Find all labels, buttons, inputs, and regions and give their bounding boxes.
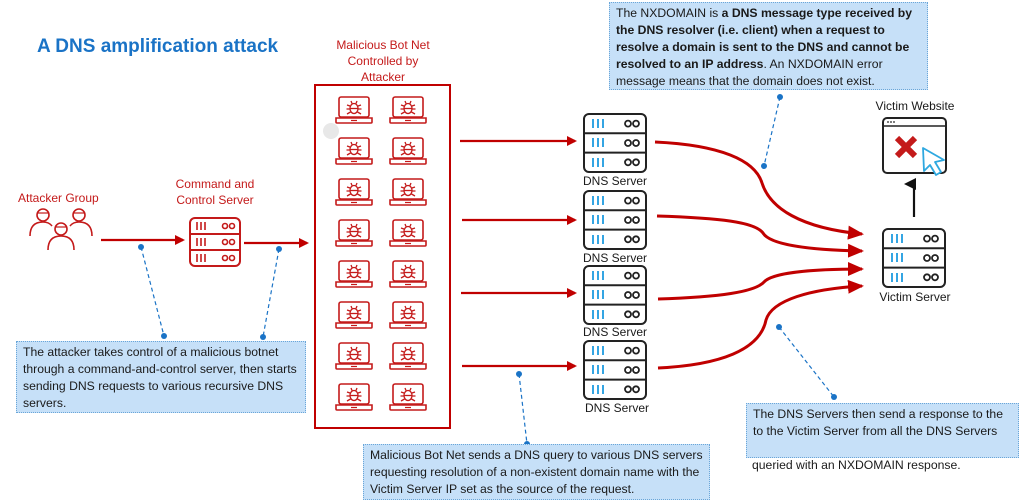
infected-laptop-icon bbox=[389, 383, 427, 411]
botnet-label-line3: Attacker bbox=[360, 70, 405, 84]
infected-laptop-icon bbox=[389, 260, 427, 288]
callout-attacker: The attacker takes control of a maliciou… bbox=[16, 341, 306, 413]
arrow-dns-4-to-victim bbox=[657, 279, 864, 370]
infected-laptop-icon bbox=[335, 137, 373, 165]
dns-server-label: DNS Server bbox=[582, 325, 647, 339]
infected-laptop-icon bbox=[335, 219, 373, 247]
callout-nxdomain-bold: a DNS message type received by the DNS r… bbox=[616, 6, 913, 71]
dns-server-icon bbox=[583, 113, 647, 173]
cursor-icon bbox=[922, 147, 945, 176]
people-group-icon bbox=[29, 208, 93, 251]
botnet-container bbox=[314, 84, 451, 429]
arrow-dns-3-to-victim bbox=[657, 262, 864, 301]
callout-response-line1: The DNS Servers then send a response to … bbox=[753, 407, 1003, 421]
infected-laptop-icon bbox=[389, 96, 427, 124]
connector-botnet-query bbox=[518, 373, 528, 445]
infected-laptop-icon bbox=[389, 219, 427, 247]
callout-response-overflow: queried with an NXDOMAIN response. bbox=[752, 458, 961, 472]
infected-laptop-icon bbox=[335, 178, 373, 206]
error-x-icon bbox=[894, 135, 918, 159]
dns-server-label: DNS Server bbox=[582, 251, 647, 265]
dns-server-icon bbox=[583, 265, 647, 325]
broken-website-icon bbox=[882, 117, 947, 176]
infected-laptop-icon bbox=[389, 137, 427, 165]
botnet-label: Malicious Bot Net Controlled by Attacker bbox=[316, 37, 450, 85]
infected-laptop-icon bbox=[335, 260, 373, 288]
c2-server-label: Command and Control Server bbox=[172, 176, 258, 208]
callout-nxdomain-text2: . An NXDOMAIN error message means that t… bbox=[616, 57, 883, 88]
dns-server-label: DNS Server bbox=[582, 174, 647, 188]
c2-server-icon bbox=[189, 217, 241, 267]
callout-response-line2: to the Victim Server from all the DNS Se… bbox=[753, 424, 998, 438]
botnet-label-line2: Controlled by bbox=[347, 54, 419, 68]
victim-server-icon bbox=[882, 228, 946, 288]
attacker-group-label: Attacker Group bbox=[18, 191, 99, 205]
victim-website-label: Victim Website bbox=[875, 99, 955, 113]
victim-server-label: Victim Server bbox=[879, 290, 951, 304]
callout-botnet-query: Malicious Bot Net sends a DNS query to v… bbox=[363, 444, 710, 500]
dns-server-label: DNS Server bbox=[584, 401, 649, 415]
connector-response bbox=[778, 326, 835, 398]
infected-laptop-icon bbox=[335, 383, 373, 411]
infected-laptop-icon bbox=[389, 178, 427, 206]
callout-nxdomain-text1: The NXDOMAIN is bbox=[616, 6, 722, 20]
cursor-highlight bbox=[323, 123, 339, 139]
c2-label-line2: Control Server bbox=[176, 193, 254, 207]
connector-c2-arrow bbox=[262, 248, 280, 338]
botnet-label-line1: Malicious Bot Net bbox=[336, 38, 430, 52]
connector-nxdomain bbox=[763, 96, 781, 167]
connector-attacker-arrow bbox=[140, 246, 165, 337]
callout-nxdomain: The NXDOMAIN is a DNS message type recei… bbox=[609, 2, 928, 90]
diagram-title: A DNS amplification attack bbox=[37, 36, 279, 57]
c2-label-line1: Command and bbox=[175, 177, 255, 191]
callout-response: The DNS Servers then send a response to … bbox=[746, 403, 1019, 458]
infected-laptop-icon bbox=[335, 96, 373, 124]
dns-server-icon bbox=[583, 340, 647, 400]
infected-laptop-icon bbox=[335, 342, 373, 370]
arrow-dns-2-to-victim bbox=[656, 214, 864, 258]
infected-laptop-icon bbox=[389, 301, 427, 329]
arrow-dns-1-to-victim bbox=[654, 140, 864, 240]
infected-laptop-icon bbox=[335, 301, 373, 329]
infected-laptop-icon bbox=[389, 342, 427, 370]
dns-server-icon bbox=[583, 190, 647, 250]
